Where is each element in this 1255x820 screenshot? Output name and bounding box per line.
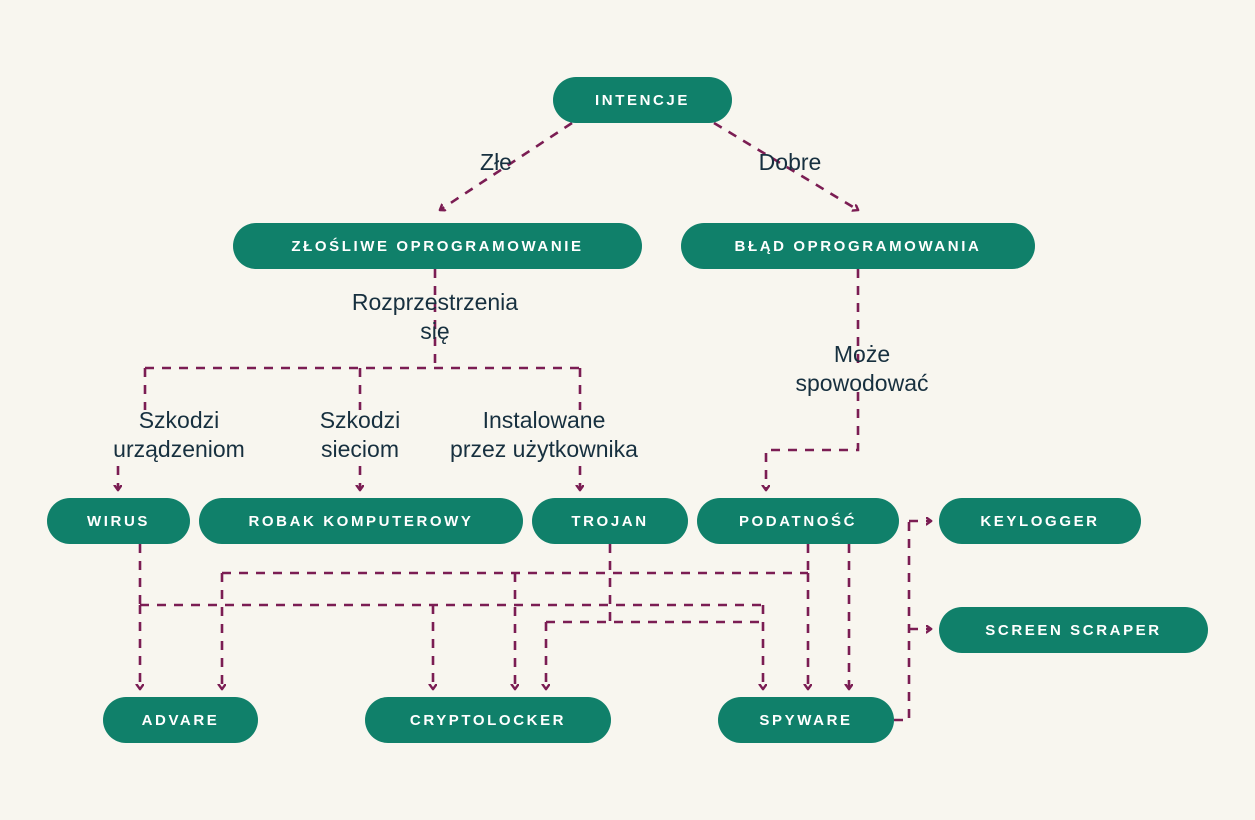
node-screen-scraper[interactable]: SCREEN SCRAPER — [939, 607, 1208, 653]
edge-blad-podatnosc — [766, 392, 860, 490]
node-advare[interactable]: ADVARE — [103, 697, 258, 743]
edge-label-moze-spowodowac: Może spowodować — [795, 341, 929, 396]
node-keylogger[interactable]: KEYLOGGER — [939, 498, 1141, 544]
node-zlosliwe-oprogramowanie[interactable]: ZŁOŚLIWE OPROGRAMOWANIE — [233, 223, 642, 269]
node-spyware[interactable]: SPYWARE — [718, 697, 894, 743]
edge-spyware-riser — [894, 521, 911, 722]
node-blad-oprogramowania[interactable]: BŁĄD OPROGRAMOWANIA — [681, 223, 1035, 269]
edge-label-szkodzi-urzadzeniom: Szkodzi urządzeniom — [113, 407, 245, 462]
node-podatnosc[interactable]: PODATNOŚĆ — [697, 498, 899, 544]
node-intencje[interactable]: INTENCJE — [553, 77, 732, 123]
edge-label-szkodzi-sieciom: Szkodzi sieciom — [319, 407, 401, 462]
edge-label-zle: Złe — [480, 149, 512, 175]
node-wirus[interactable]: WIRUS — [47, 498, 190, 544]
node-trojan[interactable]: TROJAN — [532, 498, 688, 544]
node-robak-komputerowy[interactable]: ROBAK KOMPUTEROWY — [199, 498, 523, 544]
edge-label-instalowane-przez-uzytkownika: Instalowane przez użytkownika — [450, 407, 638, 462]
edge-label-rozprzestrzenia-sie: Rozprzestrzenia się — [351, 289, 519, 344]
node-cryptolocker[interactable]: CRYPTOLOCKER — [365, 697, 611, 743]
edge-label-dobre: Dobre — [758, 149, 822, 175]
